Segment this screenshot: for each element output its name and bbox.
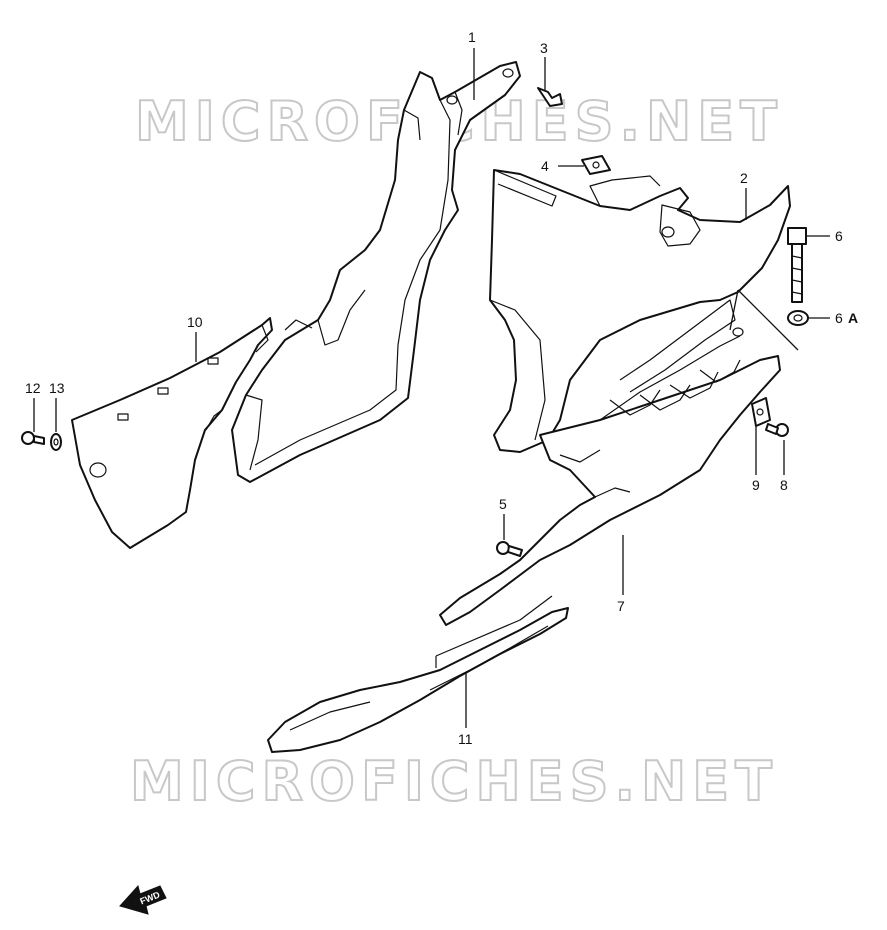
callout-3: 3 (540, 40, 548, 56)
part-8-screw (765, 423, 789, 437)
part-2-side-cover (489, 169, 791, 453)
part-3-screw (537, 87, 563, 107)
callout-11: 11 (458, 731, 473, 747)
part-7-floor-panel (439, 299, 781, 626)
part-9-clip (751, 397, 771, 427)
part-6-bolt (787, 227, 807, 303)
callout-4: 4 (541, 158, 549, 174)
part-12-screw (21, 431, 45, 445)
part-4-nut (581, 155, 611, 175)
callout-7: 7 (617, 598, 625, 614)
callout-6a-suffix: A (848, 310, 858, 326)
callout-1: 1 (468, 29, 476, 45)
callout-8: 8 (780, 477, 788, 493)
callout-9: 9 (752, 477, 760, 493)
part-6a-washer (787, 310, 809, 326)
callout-5: 5 (499, 496, 507, 512)
leader-lines (33, 48, 830, 728)
part-10-left-panel (71, 317, 273, 549)
part-11-trim-strip (267, 595, 569, 753)
callout-6a: 6 (835, 310, 843, 326)
callout-6: 6 (835, 228, 843, 244)
watermark-bottom: MICROFICHES.NET (130, 750, 778, 813)
part-13-washer (50, 433, 62, 451)
callout-labels: 1 3 4 2 6 6 A 10 12 13 9 8 5 7 11 (25, 29, 858, 747)
fwd-arrow-icon: FWD (119, 884, 167, 915)
callout-10: 10 (187, 314, 203, 330)
part-1-inner-cover (231, 61, 521, 483)
callout-12: 12 (25, 380, 41, 396)
callout-13: 13 (49, 380, 65, 396)
callout-2: 2 (740, 170, 748, 186)
part-5-screw (496, 541, 523, 557)
